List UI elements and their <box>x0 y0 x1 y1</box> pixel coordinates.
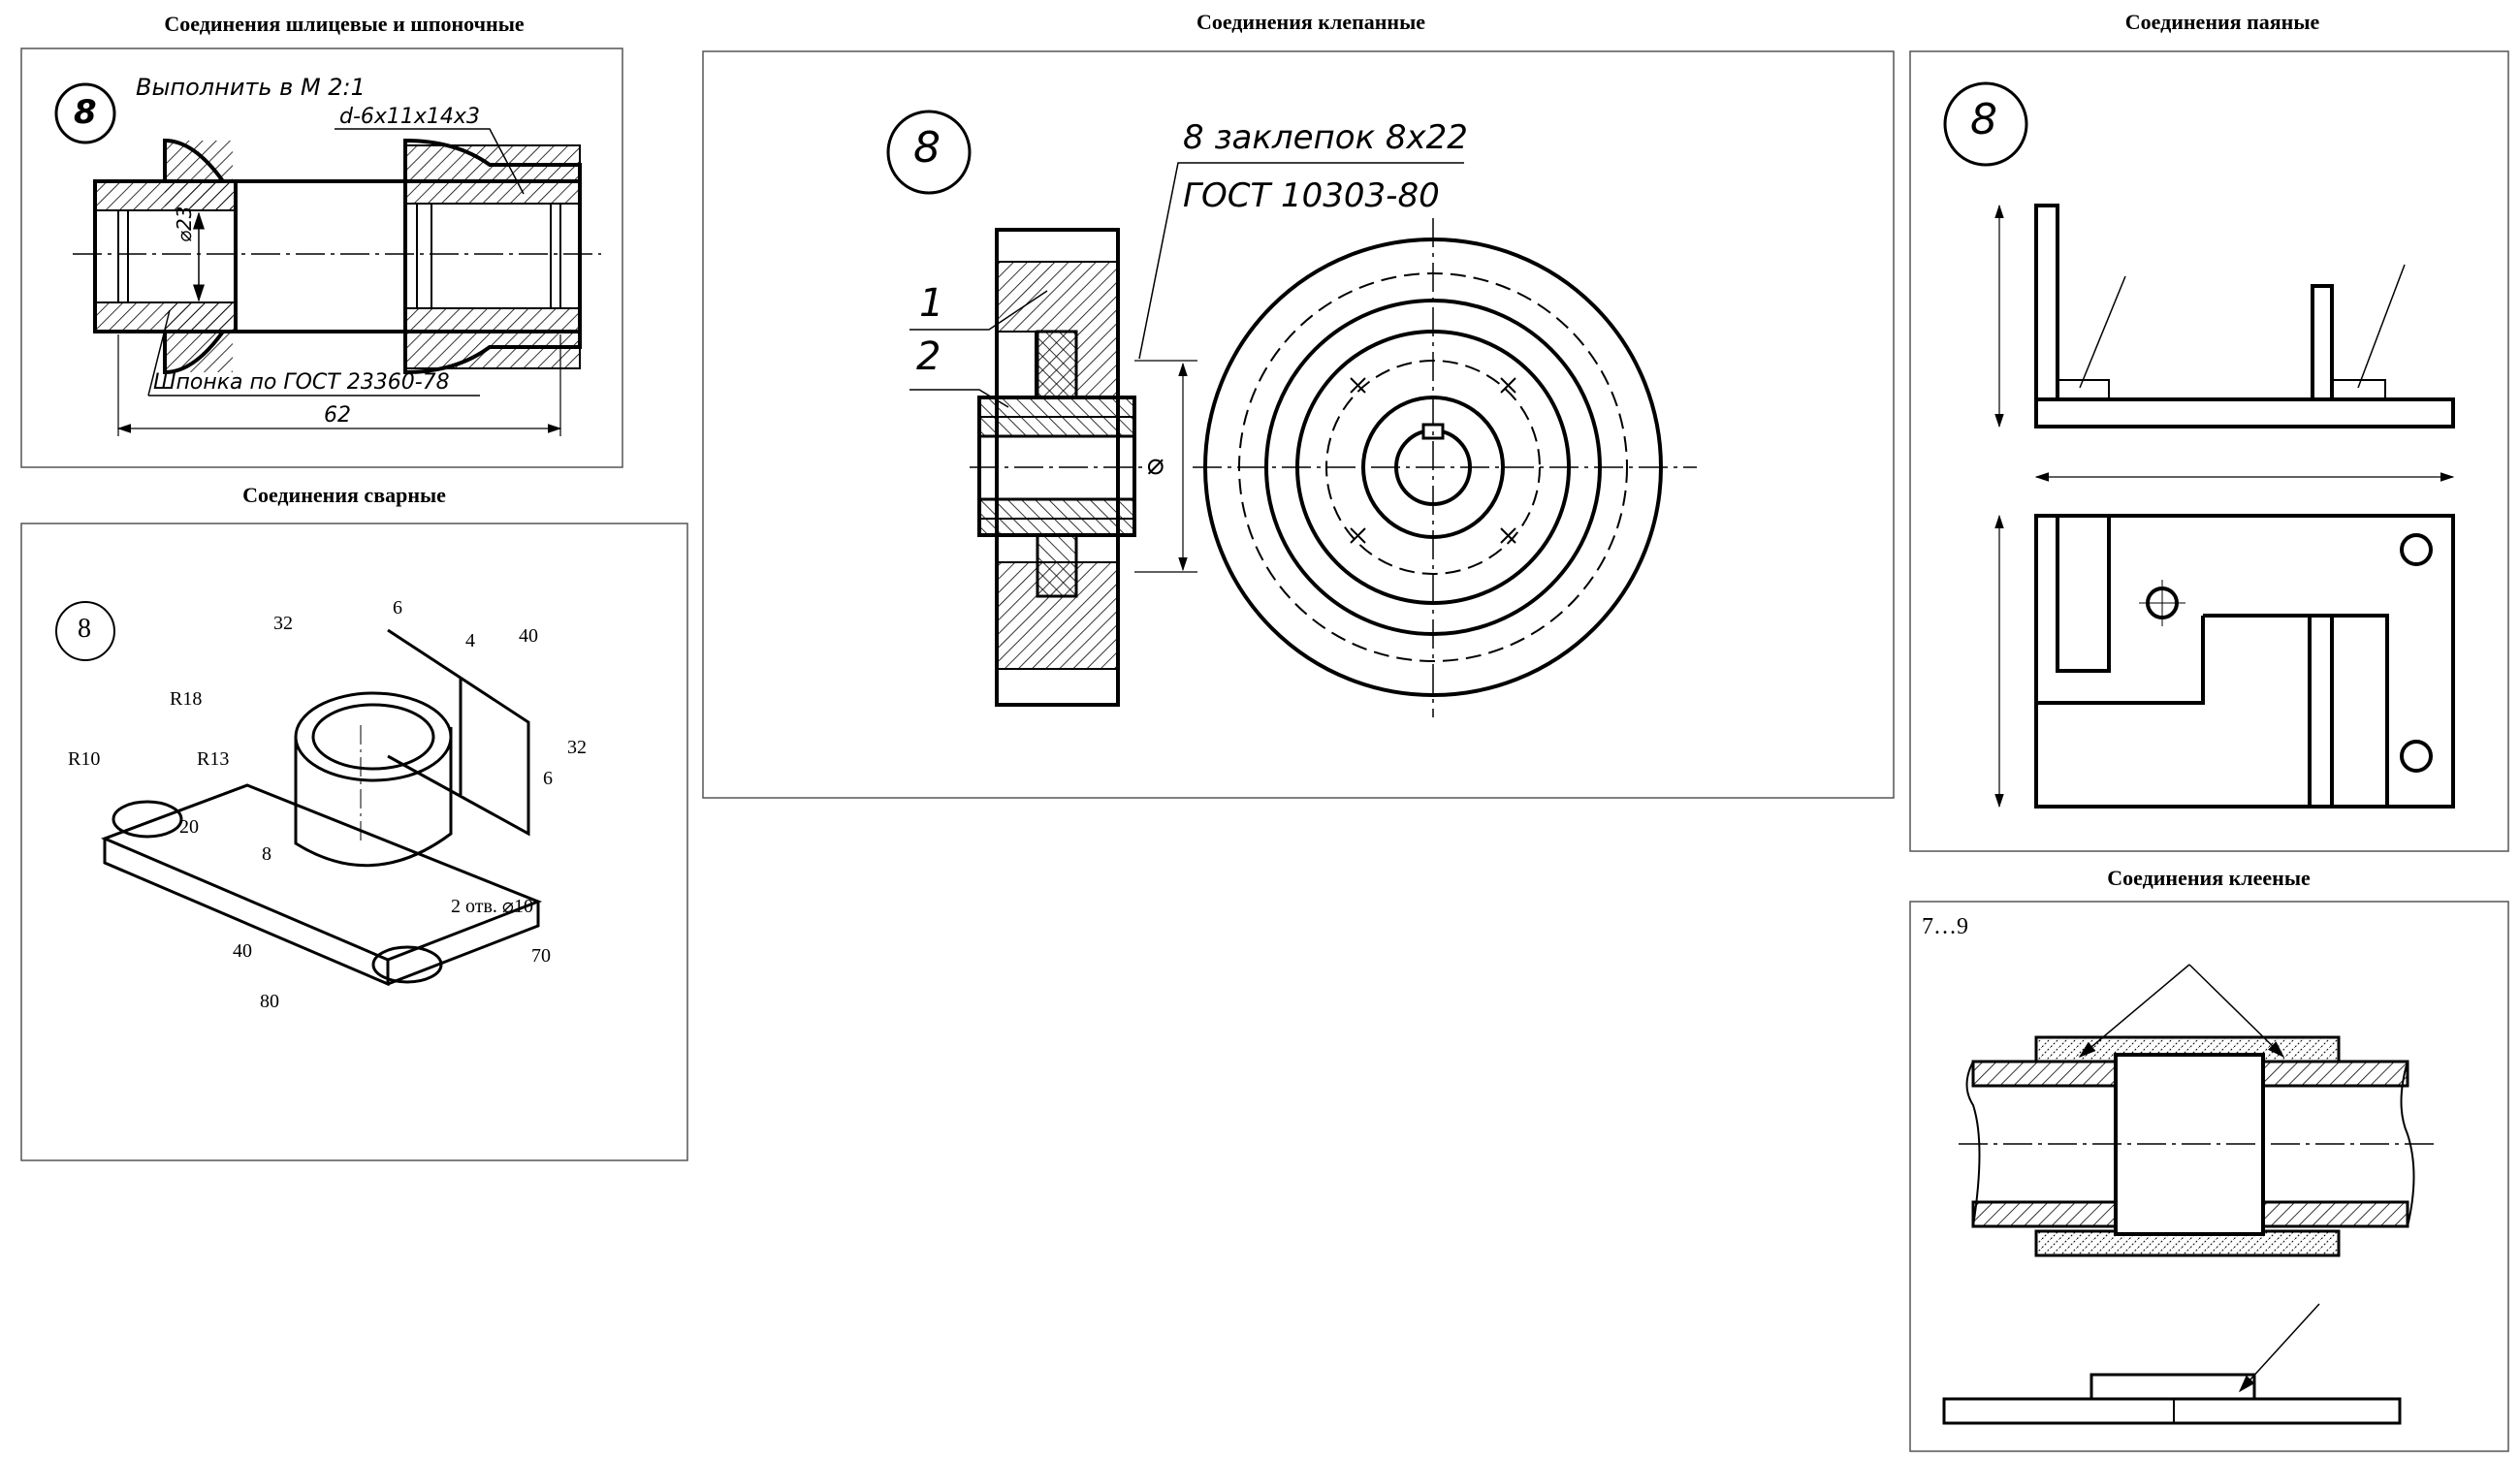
holes-note: 2 отв. ⌀10 <box>451 896 533 917</box>
dim-40-top: 40 <box>519 625 538 647</box>
dim-6-side: 6 <box>543 768 553 789</box>
panel-glued <box>1909 901 2509 1452</box>
dim-80: 80 <box>260 991 279 1012</box>
panel-welded <box>20 523 688 1161</box>
rivets-gost: ГОСТ 10303-80 <box>1183 176 1440 215</box>
dim-40-bottom: 40 <box>233 940 252 962</box>
panel-riveted <box>702 50 1895 799</box>
panel-spline-key <box>20 48 623 468</box>
title-riveted: Соединения клепанные <box>1196 10 1426 34</box>
variant-circle <box>54 82 116 144</box>
dim-32-top: 32 <box>273 613 293 634</box>
title-welded: Соединения сварные <box>242 483 446 507</box>
title-spline-key: Соединения шлицевые и шпоночные <box>164 12 525 36</box>
glued-variant: 7…9 <box>1922 914 1968 939</box>
position-1: 1 <box>919 281 944 326</box>
dim-r13: R13 <box>197 748 230 770</box>
spline-variant: 8 <box>74 93 97 132</box>
dim-20: 20 <box>179 816 199 838</box>
panel-soldered <box>1909 50 2509 852</box>
rivets-note: 8 заклепок 8x22 <box>1183 118 1468 157</box>
spline-length: 62 <box>324 403 351 428</box>
dim-8: 8 <box>262 843 271 865</box>
dim-4: 4 <box>465 630 475 651</box>
riveted-variant: 8 <box>913 123 941 173</box>
spline-diameter: ⌀23 <box>173 206 196 243</box>
spline-scale-note: Выполнить в М 2:1 <box>136 74 366 101</box>
position-2: 2 <box>916 334 941 379</box>
dim-r10: R10 <box>68 748 101 770</box>
key-note: Шпонка по ГОСТ 23360-78 <box>153 370 450 395</box>
dim-32-side: 32 <box>567 737 587 758</box>
spline-designation: d-6x11x14x3 <box>339 105 480 129</box>
dim-r18: R18 <box>170 688 203 710</box>
title-glued: Соединения клееные <box>2107 866 2311 890</box>
dim-6-top: 6 <box>393 597 402 618</box>
welded-variant: 8 <box>78 614 91 644</box>
soldered-variant: 8 <box>1970 95 1997 144</box>
dim-70: 70 <box>531 945 551 967</box>
title-soldered: Соединения паяные <box>2124 10 2320 34</box>
diameter-symbol: ⌀ <box>1146 448 1164 482</box>
